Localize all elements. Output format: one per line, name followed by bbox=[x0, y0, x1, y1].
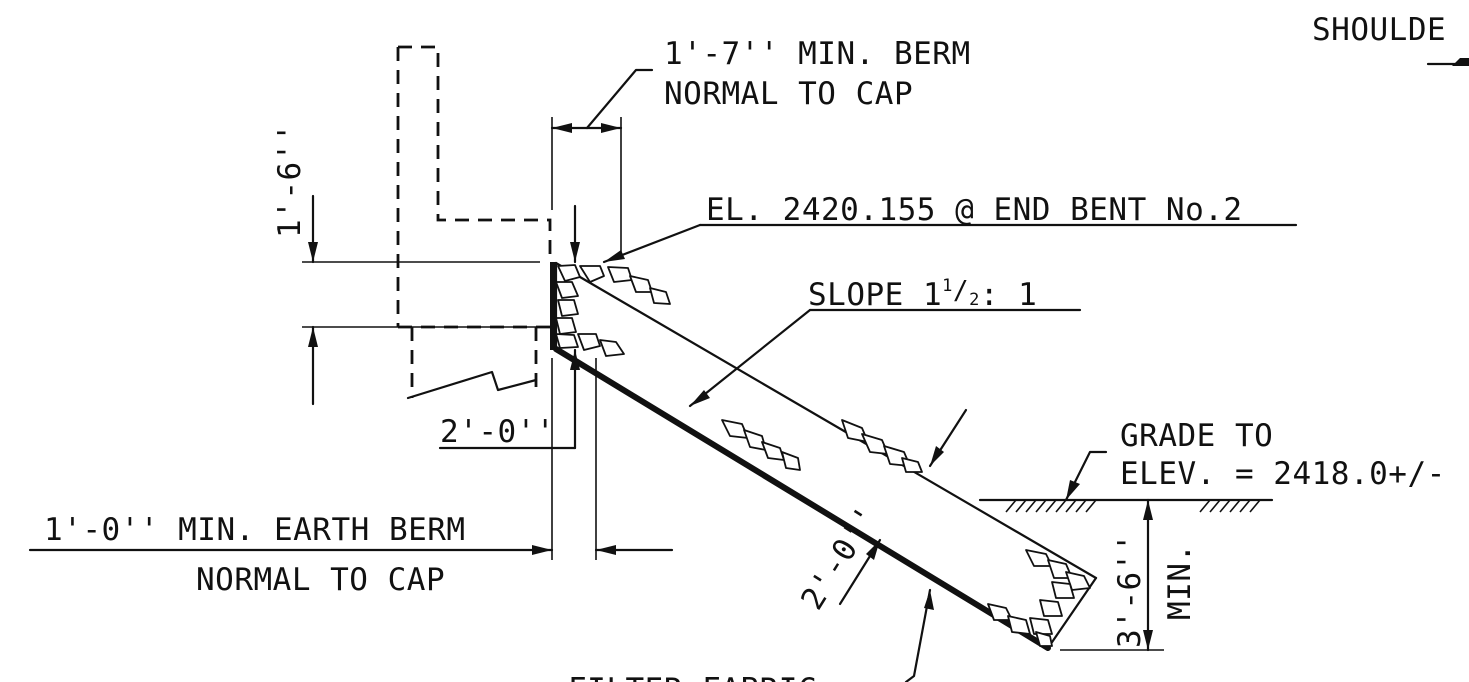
berm-top-label-1: 1'-7'' MIN. BERM bbox=[664, 36, 971, 72]
extension-lines bbox=[302, 117, 1164, 651]
shoulder-arrow bbox=[1426, 58, 1469, 66]
dim-earth-berm bbox=[28, 545, 674, 555]
break-line bbox=[406, 370, 538, 400]
berm-top-label-2: NORMAL TO CAP bbox=[664, 76, 913, 112]
grade-leader bbox=[1064, 450, 1108, 502]
dashed-cap-outline bbox=[396, 45, 552, 398]
min-label: MIN. bbox=[1162, 543, 1198, 620]
shoulder-label: SHOULDE bbox=[1312, 12, 1446, 48]
elevation-leader bbox=[602, 223, 1298, 264]
slope-leader bbox=[688, 308, 1082, 408]
slope-fraction-num: 1 bbox=[942, 276, 953, 296]
dim-1-6-label: 1'-6'' bbox=[272, 123, 308, 238]
slope-suffix: : 1 bbox=[980, 277, 1038, 313]
dim-1-6 bbox=[308, 194, 318, 406]
riprap-rocks bbox=[555, 264, 1091, 647]
grade-label-1: GRADE TO bbox=[1120, 418, 1273, 454]
slope-fraction-slash: / bbox=[953, 276, 969, 306]
grade-label-2: ELEV. = 2418.0+/- bbox=[1120, 456, 1446, 492]
dim-berm-top bbox=[550, 68, 654, 133]
slope-prefix: SLOPE 1 bbox=[808, 277, 942, 313]
dim-2-0-slope bbox=[838, 408, 968, 606]
dim-cap-top-arrow bbox=[570, 204, 580, 264]
dim-2-0-left bbox=[438, 348, 580, 450]
cap-face bbox=[550, 262, 556, 350]
earth-berm-label-2: NORMAL TO CAP bbox=[196, 562, 445, 598]
earth-berm-label-1: 1'-0'' MIN. EARTH BERM bbox=[44, 512, 466, 548]
filter-fabric-label: FILTER FABRIC bbox=[568, 672, 817, 682]
dim-3-6 bbox=[1143, 498, 1153, 652]
dim-3-6-label: 3'-6'' bbox=[1112, 533, 1148, 648]
elevation-label: EL. 2420.155 @ END BENT No.2 bbox=[706, 192, 1243, 228]
ground-line bbox=[978, 498, 1274, 513]
filter-fabric-leader bbox=[904, 588, 934, 682]
slope-label: SLOPE 11/2: 1 bbox=[808, 276, 1037, 313]
dim-2-0-left-label: 2'-0'' bbox=[440, 414, 555, 450]
slope-fraction-den: 2 bbox=[969, 290, 980, 310]
riprap-slope bbox=[553, 261, 1098, 651]
